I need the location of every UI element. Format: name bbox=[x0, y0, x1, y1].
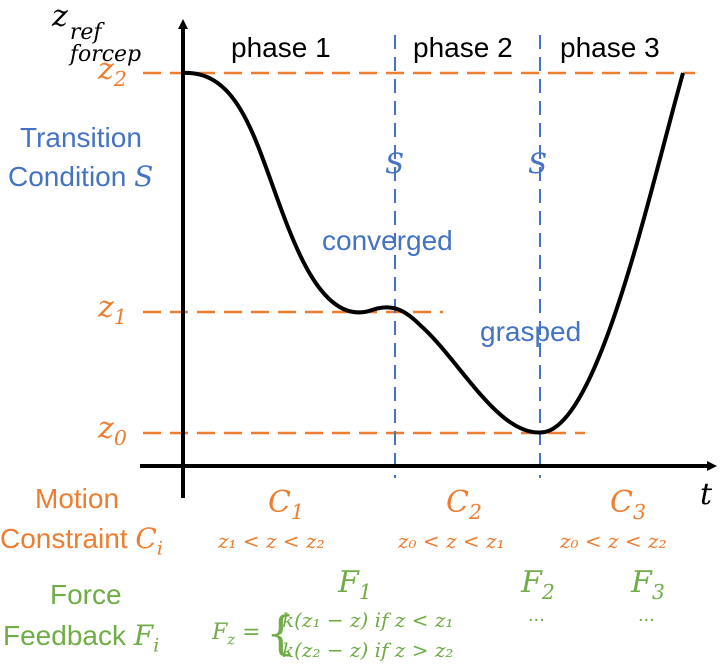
piecewise-brace: { bbox=[266, 606, 296, 660]
level-label-z2: z2 bbox=[98, 52, 127, 91]
transition-condition-label-line2: Condition S bbox=[8, 160, 154, 193]
phase-1-label: phase 1 bbox=[231, 32, 331, 63]
level-label-z0: z0 bbox=[98, 411, 127, 450]
constraint-c1-expr: z₁ < z < z₂ bbox=[218, 529, 325, 553]
constraint-c1: C1 bbox=[268, 485, 304, 524]
motion-constraint-label-line2: Constraint Ci bbox=[0, 522, 163, 560]
force-feedback-label-line1: Force bbox=[50, 579, 122, 610]
condition-converged: converged bbox=[322, 225, 453, 256]
y-axis-label-sup: ref bbox=[69, 20, 102, 45]
feedback-f2-detail: ... bbox=[528, 604, 545, 626]
feedback-f2: F2 bbox=[521, 565, 555, 604]
constraint-c3: C3 bbox=[610, 485, 646, 524]
force-feedback-label-line2: Feedback Fi bbox=[3, 619, 160, 657]
feedback-f1: F1 bbox=[338, 565, 372, 604]
level-label-z1: z1 bbox=[98, 290, 127, 329]
y-axis-label-base: z bbox=[52, 0, 68, 34]
transition-marker-s-2: S bbox=[528, 147, 548, 180]
y-axis-label-sub: forcep bbox=[69, 42, 142, 67]
phase-2-label: phase 2 bbox=[413, 32, 513, 63]
x-axis-label: t bbox=[700, 477, 713, 512]
constraint-c3-expr: z₀ < z < z₂ bbox=[560, 529, 667, 553]
fz-case-1: k(z₁ − z) if z < z₁ bbox=[282, 608, 454, 632]
feedback-f3-detail: ... bbox=[638, 604, 655, 626]
feedback-f3: F3 bbox=[631, 565, 665, 604]
reference-trajectory-curve bbox=[182, 70, 685, 435]
phase-3-label: phase 3 bbox=[560, 32, 660, 63]
force-symbol: F bbox=[133, 619, 154, 652]
transition-symbol: S bbox=[134, 160, 154, 193]
transition-condition-label-line1: Transition bbox=[20, 122, 142, 153]
constraint-c2-expr: z₀ < z < z₁ bbox=[398, 529, 505, 553]
condition-grasped: grasped bbox=[480, 316, 582, 347]
fz-label: Fz = bbox=[212, 620, 261, 649]
motion-symbol: C bbox=[135, 522, 157, 555]
constraint-c2: C2 bbox=[446, 485, 482, 524]
motion-constraint-label-line1: Motion bbox=[35, 483, 120, 514]
fz-case-2: k(z₂ − z) if z > z₂ bbox=[282, 638, 454, 662]
transition-marker-s-1: S bbox=[385, 147, 405, 180]
